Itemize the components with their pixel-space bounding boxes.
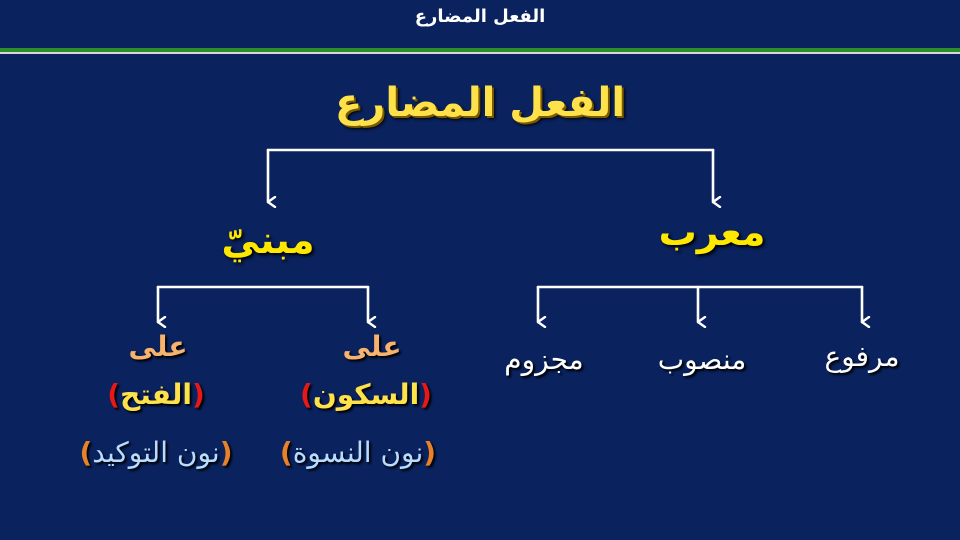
sukun-reason-word: نون النسوة (292, 436, 424, 469)
sukun-word: السكون (312, 378, 420, 411)
paren-close: ) (279, 436, 293, 469)
paren-close: ) (107, 378, 121, 411)
slide-header: الفعل المضارع (0, 0, 960, 48)
fath-reason-word: نون التوكيد (92, 436, 220, 469)
paren-close: ) (79, 436, 93, 469)
diagram-root-title: الفعل المضارع (334, 80, 626, 126)
muarab-item-mansub: منصوب (657, 343, 747, 376)
header-title: الفعل المضارع (414, 6, 546, 27)
sukun-ala: على (342, 330, 402, 363)
muarab-item-majzum: مجزوم (504, 343, 584, 376)
fath-reason-line: (نون التوكيد) (79, 436, 232, 469)
paren-close: ) (300, 378, 313, 411)
branch-muarab: معرب (658, 210, 766, 254)
paren-open: ( (419, 378, 432, 411)
branch-mabni: مبنيّ (221, 218, 315, 262)
sukun-case-line: (السكون) (300, 378, 432, 411)
header-divider-green (0, 48, 960, 52)
fath-word: الفتح (120, 378, 192, 411)
muarab-item-marfu: مرفوع (824, 340, 900, 373)
paren-open: ( (191, 378, 205, 411)
paren-open: ( (423, 436, 437, 469)
paren-open: ( (219, 436, 233, 469)
fath-ala: على (128, 330, 188, 363)
fath-case-line: (الفتح) (107, 378, 204, 411)
sukun-reason-line: (نون النسوة) (280, 436, 436, 469)
header-divider-white (0, 52, 960, 54)
